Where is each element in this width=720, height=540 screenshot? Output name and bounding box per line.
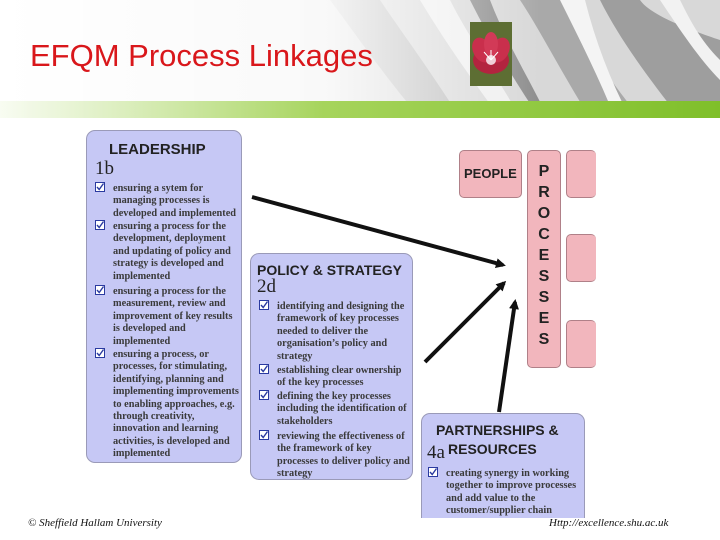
footer-copyright: © Sheffield Hallam University (28, 517, 162, 529)
checkbox-checked-icon (95, 348, 105, 358)
arrow-partnerships-to-processes (499, 302, 515, 412)
processes-box: P R O C E S S E S (527, 150, 561, 368)
partnerships-title-line2: RESOURCES (448, 441, 537, 457)
leadership-item-4: ensuring a process, or processes, for st… (113, 349, 239, 461)
people-label: PEOPLE (464, 166, 517, 181)
leadership-title: LEADERSHIP (109, 141, 206, 158)
processes-letter: S (534, 289, 554, 307)
processes-letter: E (534, 310, 554, 328)
slide-title: EFQM Process Linkages (30, 38, 373, 74)
checkbox-checked-icon (95, 182, 105, 192)
arrow-policy-to-processes (425, 283, 504, 362)
leadership-box: LEADERSHIP 1b ensuring a sytem for manag… (86, 130, 242, 463)
partnerships-resources-box: PARTNERSHIPS & RESOURCES 4a creating syn… (421, 413, 585, 518)
policy-item-1: identifying and designing the framework … (277, 301, 411, 363)
checkbox-checked-icon (259, 390, 269, 400)
processes-letter: C (534, 226, 554, 244)
leadership-item-1: ensuring a sytem for managing processes … (113, 183, 239, 220)
policy-title: POLICY & STRATEGY (257, 262, 402, 278)
people-box: PEOPLE (459, 150, 522, 198)
cropped-box-top (566, 150, 596, 198)
partnerships-criterion: 4a (427, 442, 445, 464)
processes-letter: P (534, 163, 554, 181)
partnerships-item-1: creating synergy in working together to … (446, 468, 582, 518)
leadership-criterion: 1b (95, 158, 114, 180)
cropped-box-bottom (566, 320, 596, 368)
checkbox-checked-icon (95, 285, 105, 295)
header-divider-bar (0, 101, 720, 118)
checkbox-checked-icon (259, 364, 269, 374)
checkbox-checked-icon (428, 467, 438, 477)
leadership-item-3: ensuring a process for the measurement, … (113, 286, 239, 348)
cropped-box-middle (566, 234, 596, 282)
flower-photo (470, 22, 512, 86)
policy-item-4: reviewing the effectiveness of the frame… (277, 431, 411, 481)
footer-url: Http://excellence.shu.ac.uk (549, 517, 668, 529)
policy-criterion: 2d (257, 276, 276, 298)
partnerships-title-line1: PARTNERSHIPS & (436, 422, 559, 438)
policy-item-3: defining the key processes including the… (277, 391, 411, 428)
policy-strategy-box: POLICY & STRATEGY 2d identifying and des… (250, 253, 413, 480)
checkbox-checked-icon (259, 430, 269, 440)
processes-letter: S (534, 331, 554, 349)
leadership-item-2: ensuring a process for the development, … (113, 221, 239, 283)
processes-letter: E (534, 247, 554, 265)
processes-letter: O (534, 205, 554, 223)
policy-item-2: establishing clear ownership of the key … (277, 365, 411, 390)
checkbox-checked-icon (95, 220, 105, 230)
processes-letter: S (534, 268, 554, 286)
processes-letter: R (534, 184, 554, 202)
slide-header: EFQM Process Linkages (0, 0, 720, 118)
checkbox-checked-icon (259, 300, 269, 310)
